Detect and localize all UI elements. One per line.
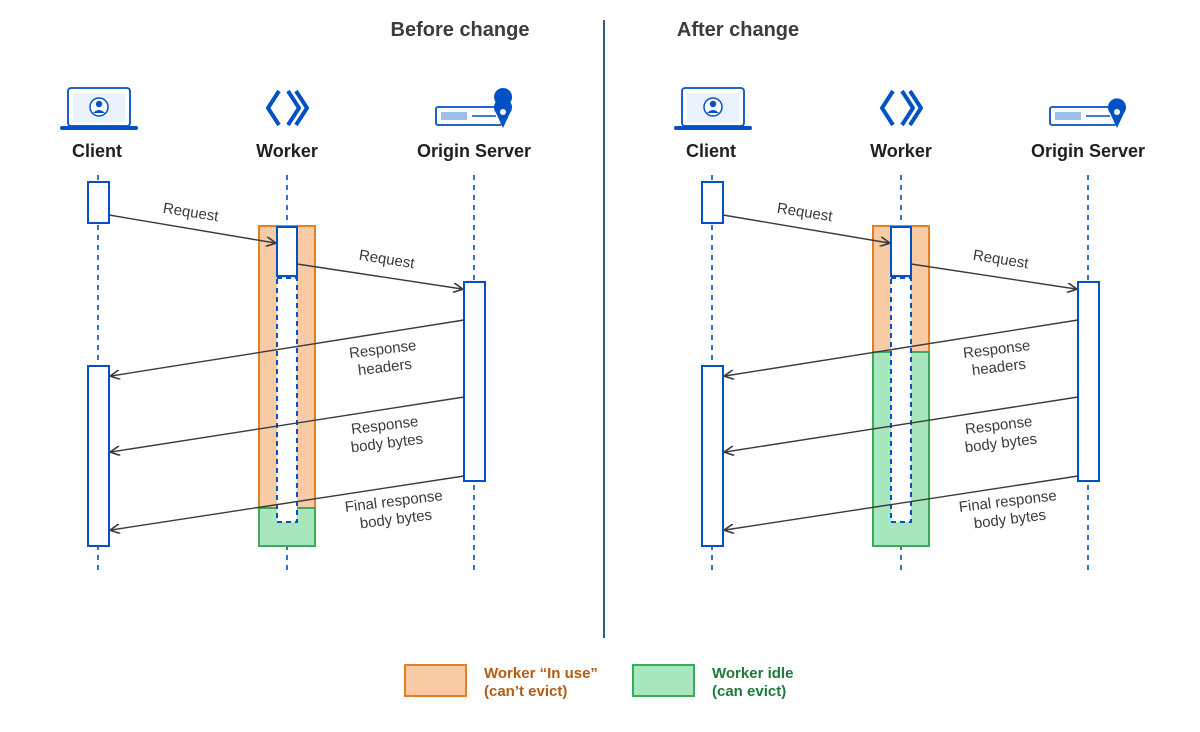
client-activation bbox=[701, 181, 724, 224]
message-arrow bbox=[725, 396, 1079, 452]
laptop-user-icon bbox=[60, 87, 138, 130]
actor-worker: Worker bbox=[256, 141, 318, 161]
message-arrow bbox=[108, 214, 275, 243]
panel-before: Before change Client Worker Origin Serve… bbox=[60, 19, 531, 572]
server-location-icon bbox=[435, 88, 513, 128]
worker-activation bbox=[276, 226, 298, 277]
actor-client: Client bbox=[686, 141, 736, 161]
legend-in-use-label: Worker “In use” bbox=[484, 665, 598, 682]
message-label: headers bbox=[357, 356, 413, 379]
message-arrow bbox=[111, 319, 465, 376]
legend-idle-swatch bbox=[632, 664, 695, 697]
client-activation bbox=[701, 365, 724, 547]
message-arrow bbox=[722, 214, 889, 243]
client-activation bbox=[87, 181, 110, 224]
client-activation bbox=[87, 365, 110, 547]
legend-idle-label: Worker idle bbox=[712, 665, 793, 682]
worker-activation bbox=[890, 226, 912, 277]
message-label: headers bbox=[971, 356, 1027, 379]
message-label: Request bbox=[162, 200, 221, 226]
server-location-icon bbox=[1049, 98, 1126, 128]
legend-in-use-swatch bbox=[404, 664, 467, 697]
message-arrow bbox=[725, 475, 1079, 530]
message-label: Request bbox=[358, 247, 417, 273]
message-arrow bbox=[725, 319, 1079, 376]
worker-waiting-activation bbox=[276, 277, 298, 523]
message-arrow bbox=[296, 263, 462, 289]
laptop-user-icon bbox=[674, 87, 752, 130]
actor-client: Client bbox=[72, 141, 122, 161]
origin-activation bbox=[1077, 281, 1100, 482]
message-arrow bbox=[111, 396, 465, 452]
message-label: Request bbox=[776, 200, 835, 226]
legend: Worker “In use” (can’t evict) Worker idl… bbox=[404, 664, 793, 700]
legend-in-use-sublabel: (can’t evict) bbox=[484, 683, 567, 700]
message-arrow bbox=[111, 475, 465, 530]
message-label: Request bbox=[972, 247, 1031, 273]
workers-chevron-icon bbox=[266, 89, 309, 127]
panel-title: Before change bbox=[391, 19, 530, 41]
legend-idle-sublabel: (can evict) bbox=[712, 683, 786, 700]
actor-worker: Worker bbox=[870, 141, 932, 161]
message-arrow bbox=[910, 263, 1076, 289]
actor-origin: Origin Server bbox=[1031, 141, 1145, 161]
panel-after: After change Client Worker Origin Server bbox=[674, 19, 1145, 572]
panel-title: After change bbox=[677, 19, 799, 41]
origin-activation bbox=[463, 281, 486, 482]
worker-waiting-activation bbox=[890, 277, 912, 523]
workers-chevron-icon bbox=[880, 89, 923, 127]
actor-origin: Origin Server bbox=[417, 141, 531, 161]
